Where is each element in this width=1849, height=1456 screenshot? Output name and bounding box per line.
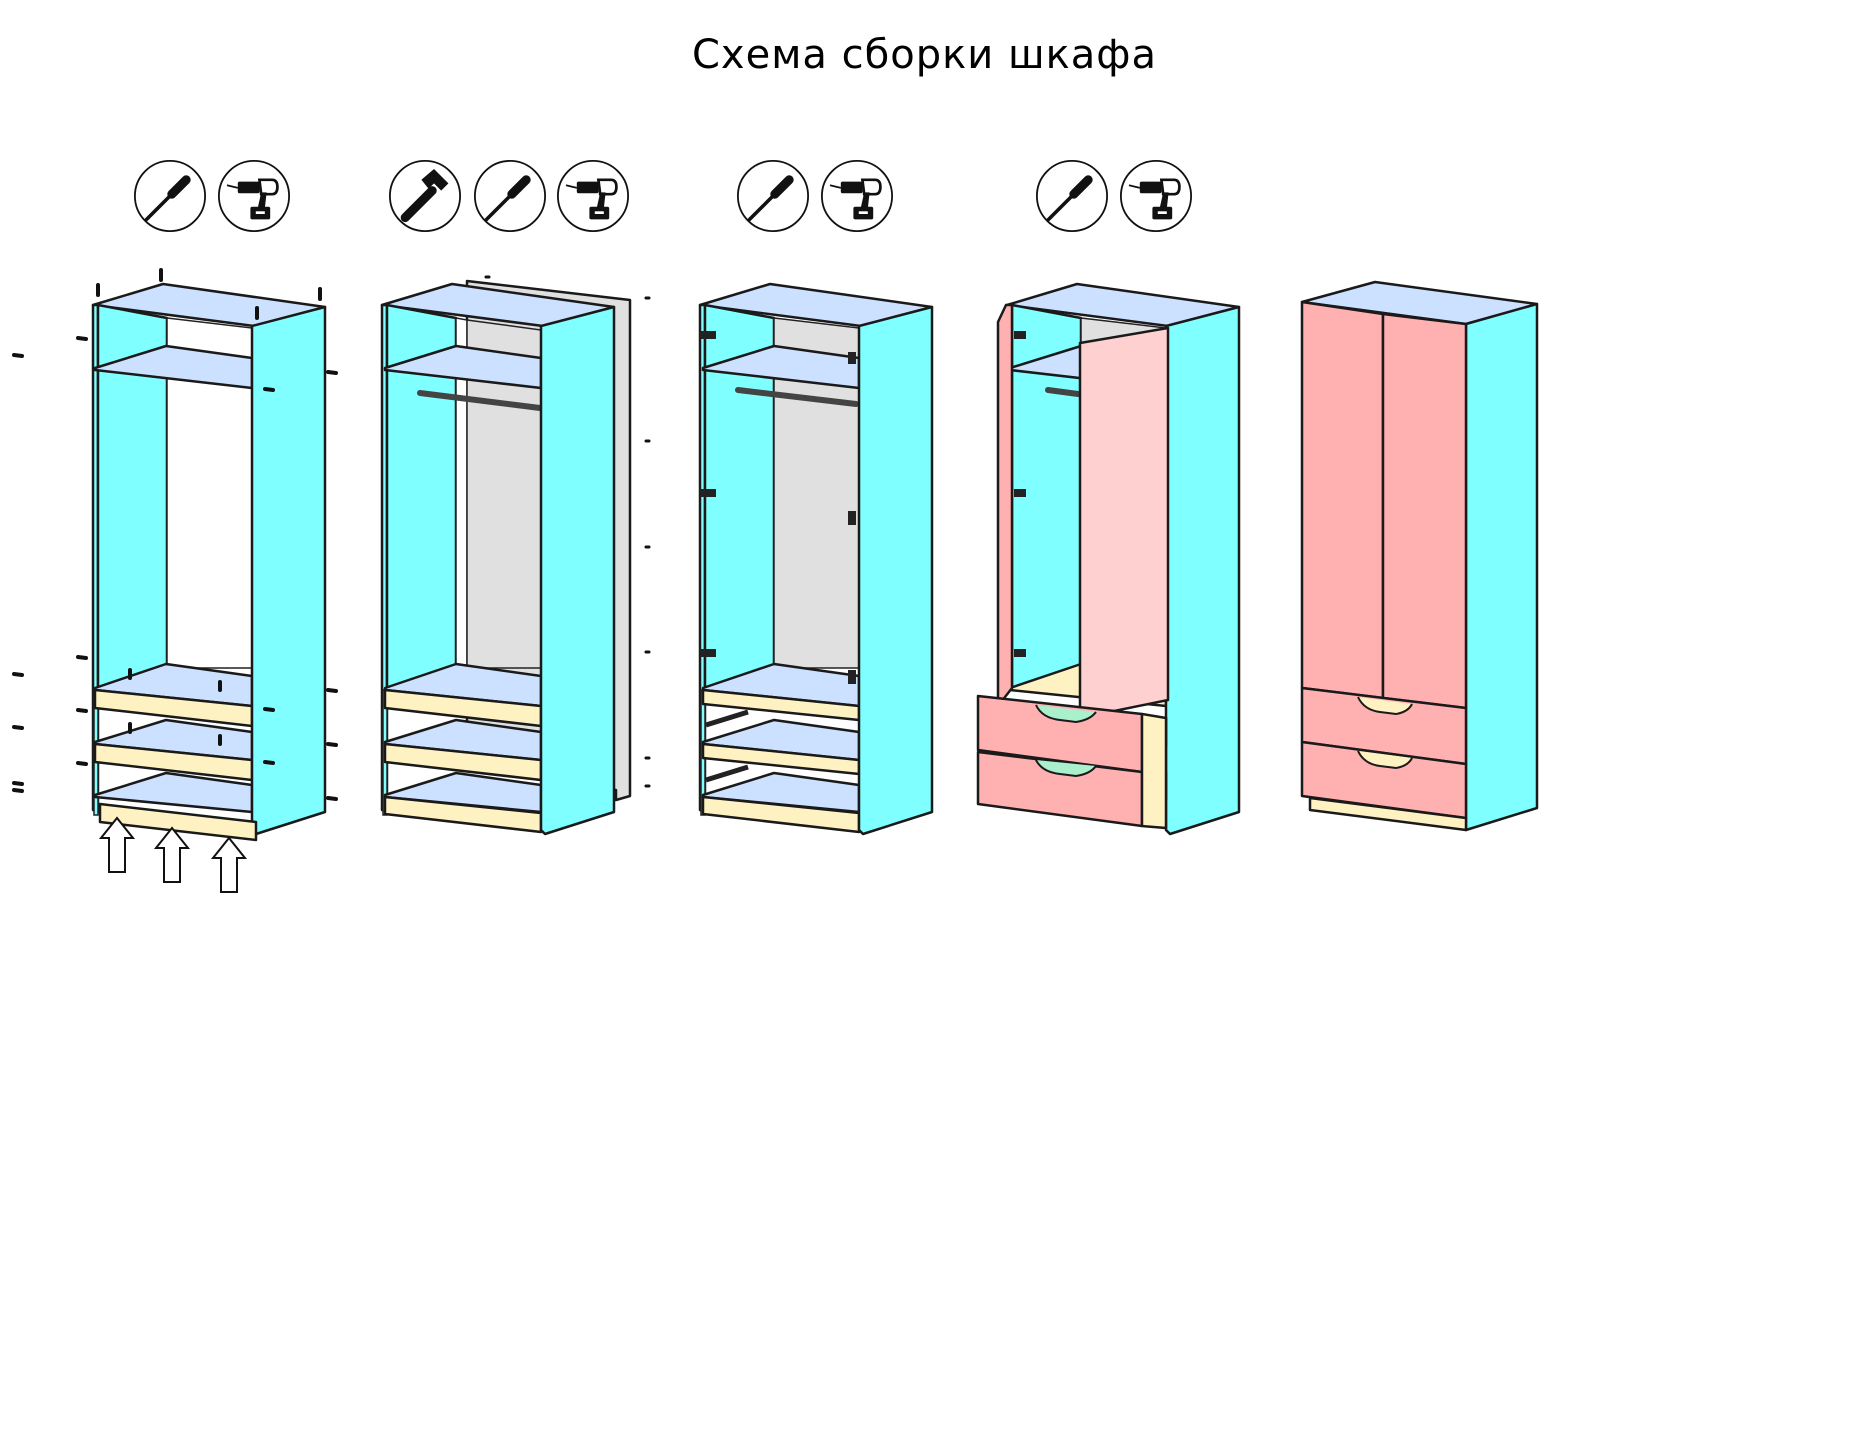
plinth (383, 795, 543, 834)
tools-step-3 (738, 160, 893, 232)
tools-step-4 (1037, 160, 1192, 232)
drill-icon (557, 160, 629, 232)
step-1-frame (12, 268, 338, 893)
tools-step-2 (390, 160, 629, 232)
screwdriver-icon (135, 161, 205, 231)
hinge-icon (848, 511, 856, 525)
right-side-panel (1464, 302, 1539, 832)
drawer-handle-cutout (1035, 759, 1097, 778)
hinge-icon (700, 489, 716, 497)
hanging-rod (1045, 387, 1081, 397)
hinge-icon (700, 649, 716, 657)
tools-step-1 (135, 160, 290, 232)
step-4-frame (976, 282, 1241, 836)
hanging-rod (735, 387, 859, 407)
drawer-runner (705, 764, 749, 783)
right-side-panel (250, 305, 327, 836)
drawer-handle-cutout (1357, 696, 1413, 716)
drill-icon (218, 160, 290, 232)
hinges (1014, 331, 1026, 657)
left-door-open (996, 303, 1014, 708)
hinge-icon (848, 670, 856, 684)
hammer-icon (390, 161, 460, 231)
plinth (701, 795, 861, 834)
step-5-assembled (1300, 280, 1539, 832)
fasteners (12, 268, 338, 801)
drill-icon (1120, 160, 1192, 232)
insert-arrows (98, 816, 248, 893)
diagram-title: Схема сборки шкафа (692, 32, 1157, 78)
step-3-frame (698, 282, 934, 836)
drawer-handle-cutout (1357, 750, 1413, 770)
hinge-icon (1014, 331, 1026, 339)
nails (484, 275, 651, 788)
up-arrow-icon (98, 816, 136, 873)
right-door-open (1078, 326, 1170, 720)
step-2-frame (380, 275, 651, 836)
right-door (1381, 312, 1468, 710)
hinge-icon (1014, 649, 1026, 657)
hinge-icon (848, 352, 856, 364)
up-arrow-icon (153, 826, 191, 883)
drawer-runner (705, 709, 749, 728)
screwdriver-icon (1037, 161, 1107, 231)
drill-icon (821, 160, 893, 232)
plinth (98, 802, 258, 842)
right-side-panel (1164, 305, 1241, 836)
hinge-icon (1014, 489, 1026, 497)
drawer-handle-cutout (1035, 704, 1097, 724)
plinth (1308, 796, 1468, 832)
up-arrow-icon (210, 836, 248, 893)
screwdriver-icon (738, 161, 808, 231)
screwdriver-icon (475, 161, 545, 231)
hinge-icon (700, 331, 716, 339)
right-side-panel (539, 305, 616, 836)
hinges (700, 331, 856, 684)
left-door (1300, 300, 1385, 700)
hanging-rod (417, 390, 543, 411)
right-side-panel (857, 305, 934, 836)
